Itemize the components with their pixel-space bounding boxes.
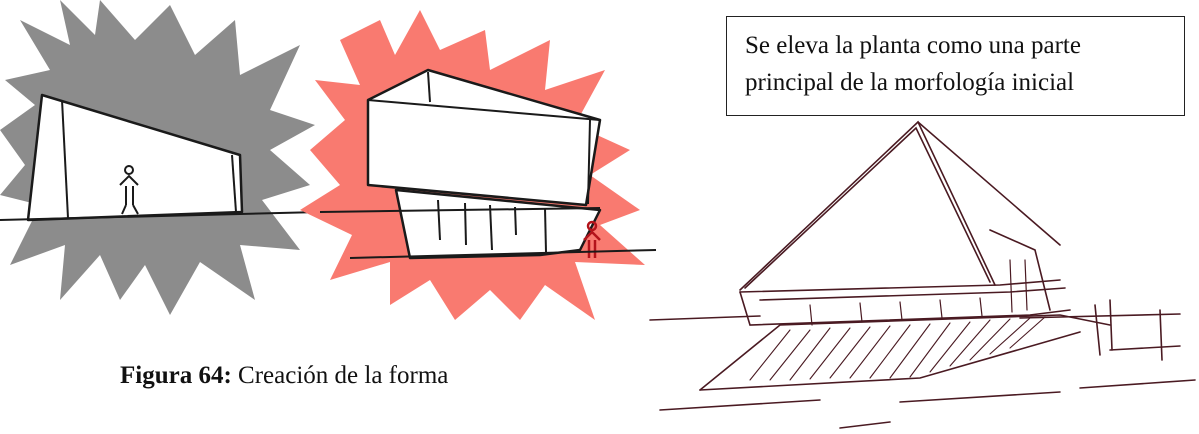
figure-caption: Figura 64: Creación de la forma [120, 362, 448, 390]
building-perspective-sketch-icon [649, 120, 1196, 429]
annotation-box: Se eleva la planta como una parte princi… [726, 16, 1185, 116]
elevated-volume [366, 68, 602, 207]
red-person-icon [583, 220, 601, 258]
figure-caption-text: Creación de la forma [238, 362, 449, 389]
left-building-block [26, 93, 244, 222]
figure-caption-label: Figura 64: [120, 362, 232, 389]
annotation-line-2: principal de la morfología inicial [745, 69, 1075, 96]
annotation-line-1: Se eleva la planta como una parte [745, 32, 1081, 59]
person-icon [119, 165, 139, 215]
building-perspective-sketch [649, 120, 1196, 429]
form-creation-sketches [0, 0, 657, 320]
